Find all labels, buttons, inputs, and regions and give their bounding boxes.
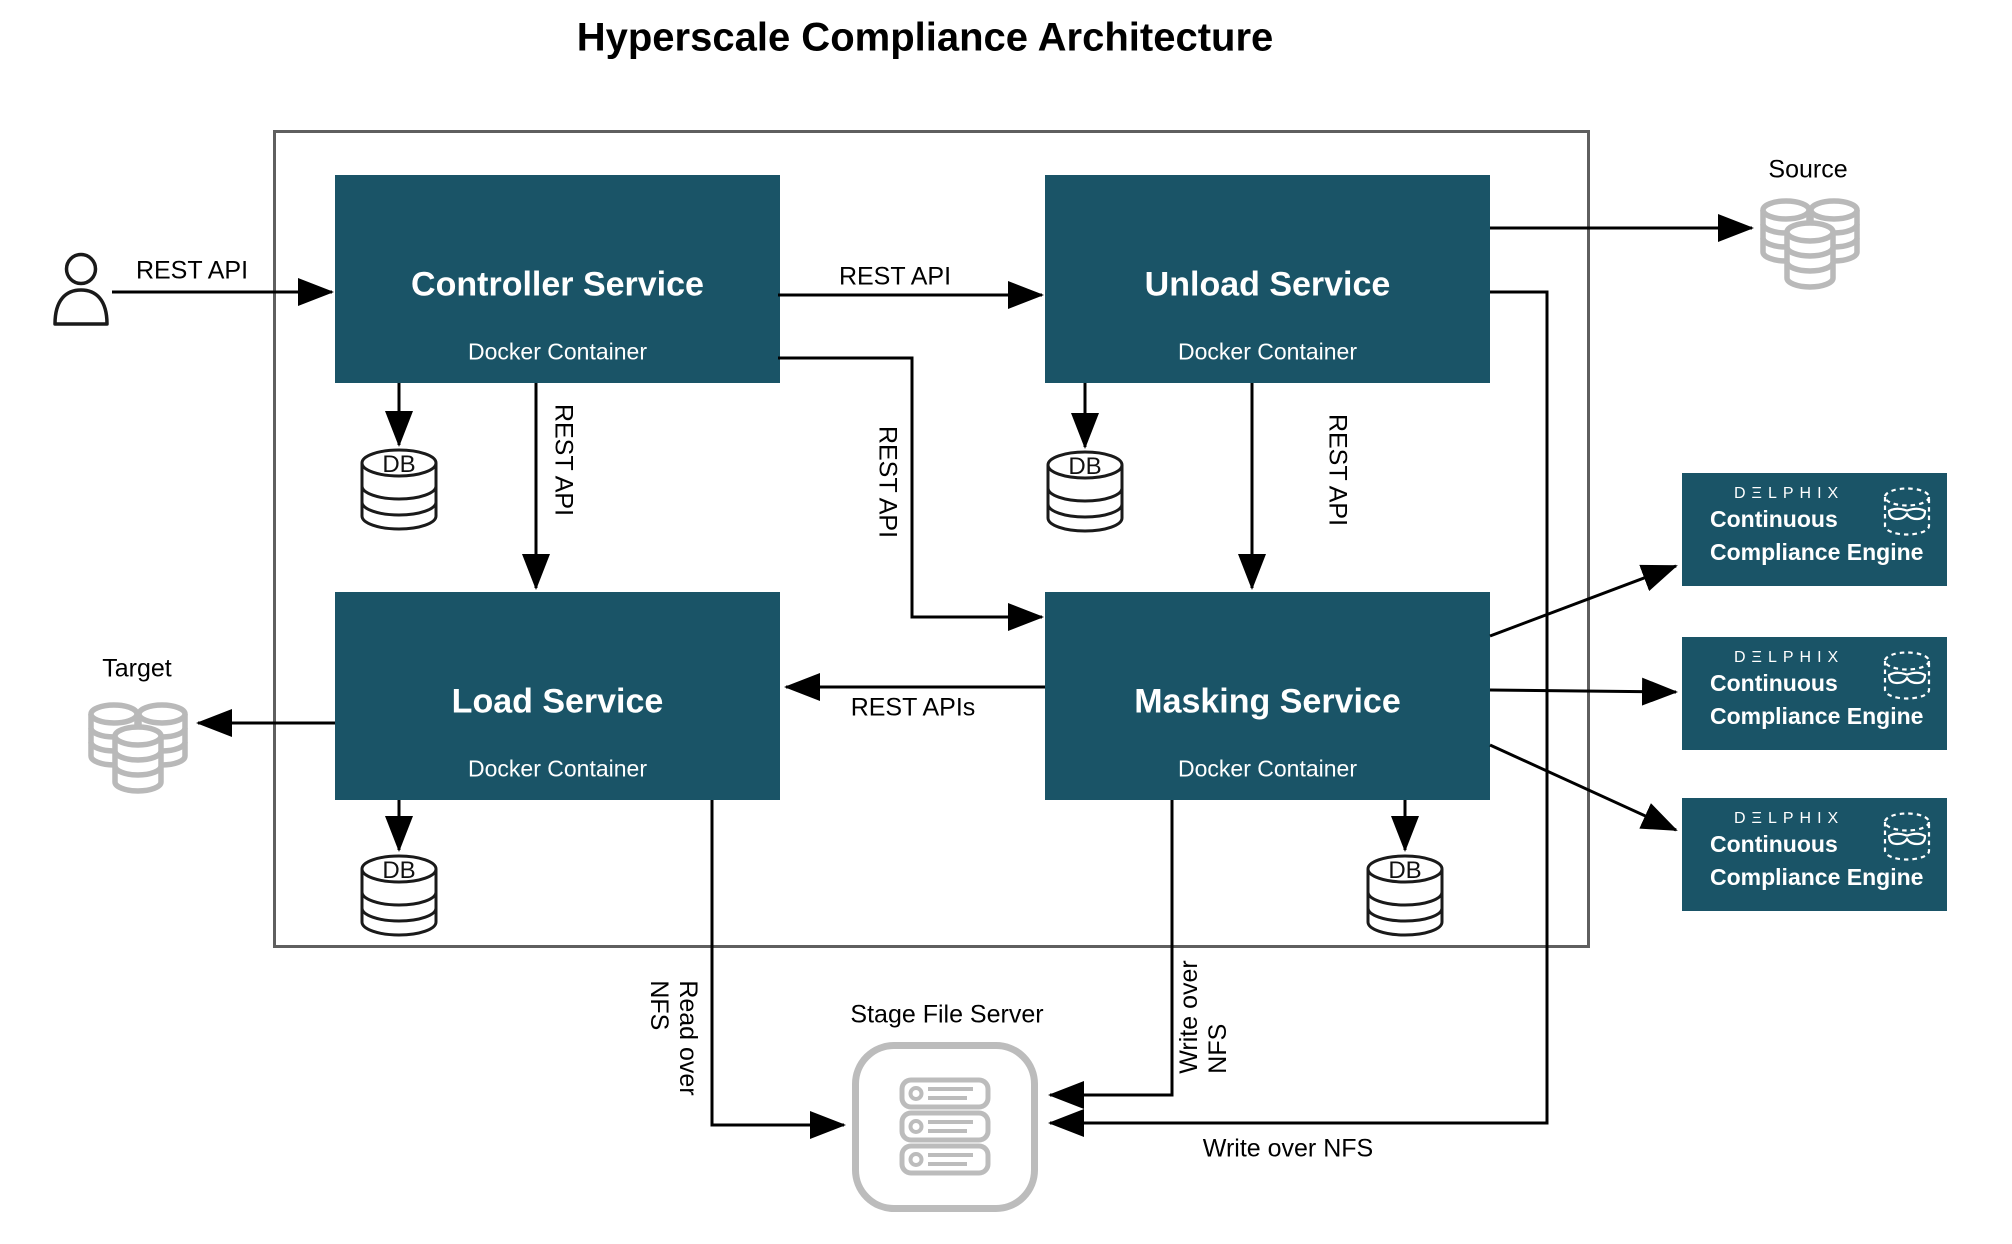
masking-db-icon: DB: [1366, 854, 1444, 937]
masking-service-title: Masking Service: [1134, 682, 1401, 721]
target-database-icon: [88, 702, 188, 794]
edge-label-user-controller: REST API: [135, 256, 249, 285]
unload-db-icon: DB: [1046, 450, 1124, 533]
unload-service-box: Unload Service Docker Container: [1045, 175, 1490, 383]
mask-cylinder-icon: [1883, 487, 1931, 536]
controller-db-icon: DB: [360, 448, 438, 531]
mask-cylinder-icon: [1883, 812, 1931, 861]
load-db-label: DB: [382, 857, 415, 884]
diagram-title: Hyperscale Compliance Architecture: [576, 15, 1274, 60]
controller-service-title: Controller Service: [411, 265, 704, 304]
source-label: Source: [1768, 155, 1848, 184]
delphix-logo-text: DΞLPHIX: [1734, 485, 1845, 502]
edge-label-masking-load: REST APIs: [850, 693, 976, 722]
load-service-subtitle: Docker Container: [468, 755, 647, 782]
load-service-box: Load Service Docker Container: [335, 592, 780, 800]
edge-label-load-stage: Read over NFS: [645, 980, 702, 1096]
unload-db-label: DB: [1068, 453, 1101, 480]
delphix-logo-text: DΞLPHIX: [1734, 649, 1845, 666]
load-service-title: Load Service: [451, 682, 664, 721]
edge-label-controller-load: REST API: [549, 403, 578, 517]
controller-service-box: Controller Service Docker Container: [335, 175, 780, 383]
engine-line1: Continuous: [1710, 670, 1838, 696]
engine-line2: Compliance Engine: [1710, 864, 1924, 890]
delphix-logo-text: DΞLPHIX: [1734, 810, 1845, 827]
engine-line2: Compliance Engine: [1710, 539, 1924, 565]
edge-label-controller-unload: REST API: [838, 262, 952, 291]
masking-service-subtitle: Docker Container: [1178, 755, 1357, 782]
masking-service-box: Masking Service Docker Container: [1045, 592, 1490, 800]
source-database-icon: [1760, 198, 1860, 290]
engine-line1: Continuous: [1710, 831, 1838, 857]
stage-file-server-box: [852, 1042, 1038, 1212]
compliance-engine-box-2: DΞLPHIX Continuous Compliance Engine: [1682, 637, 1947, 750]
unload-service-subtitle: Docker Container: [1178, 338, 1357, 365]
edge-label-controller-masking: REST API: [873, 425, 902, 539]
user-icon: [53, 252, 109, 326]
load-db-icon: DB: [360, 854, 438, 937]
edge-label-unload-masking: REST API: [1323, 413, 1352, 527]
stage-file-server-label: Stage File Server: [850, 1000, 1044, 1029]
compliance-engine-box-3: DΞLPHIX Continuous Compliance Engine: [1682, 798, 1947, 911]
unload-service-title: Unload Service: [1144, 265, 1391, 304]
file-server-icon: [899, 1077, 991, 1176]
edge-label-masking-stage: Write over NFS: [1175, 960, 1232, 1074]
masking-db-label: DB: [1388, 857, 1421, 884]
controller-db-label: DB: [382, 451, 415, 478]
compliance-engine-box-1: DΞLPHIX Continuous Compliance Engine: [1682, 473, 1947, 586]
engine-line2: Compliance Engine: [1710, 703, 1924, 729]
edge-label-unload-stage: Write over NFS: [1202, 1134, 1374, 1163]
mask-cylinder-icon: [1883, 651, 1931, 700]
target-label: Target: [102, 654, 172, 683]
docker-host-boundary: [273, 130, 1590, 948]
controller-service-subtitle: Docker Container: [468, 338, 647, 365]
engine-line1: Continuous: [1710, 506, 1838, 532]
